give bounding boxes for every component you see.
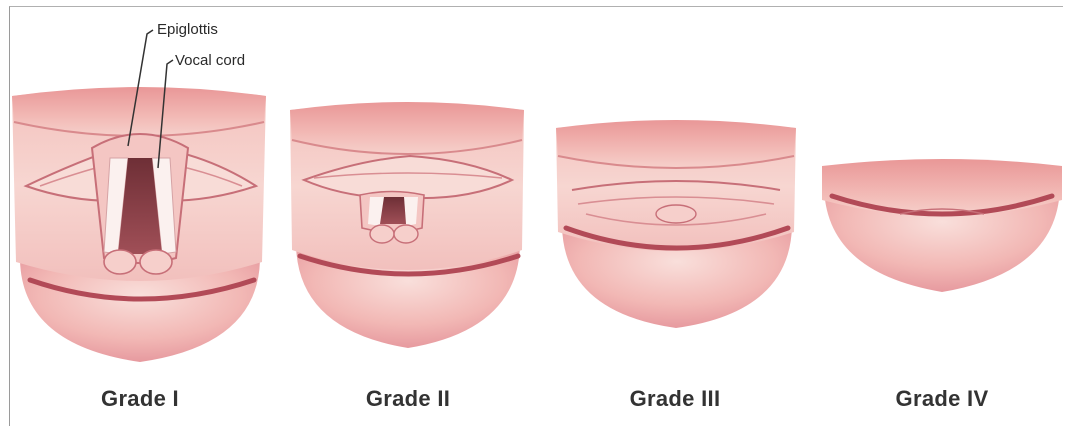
epiglottis-label: Epiglottis bbox=[157, 21, 218, 38]
grade-4-illustration bbox=[822, 159, 1062, 292]
grade-3-illustration bbox=[556, 120, 796, 328]
grade-3-label: Grade III bbox=[575, 386, 775, 412]
grade-2-illustration bbox=[290, 102, 524, 348]
grade-2-label: Grade II bbox=[308, 386, 508, 412]
grade-1-label: Grade I bbox=[40, 386, 240, 412]
grade-4-label: Grade IV bbox=[842, 386, 1042, 412]
grade-1-illustration bbox=[12, 87, 266, 362]
vocal-cord-label: Vocal cord bbox=[175, 52, 245, 69]
